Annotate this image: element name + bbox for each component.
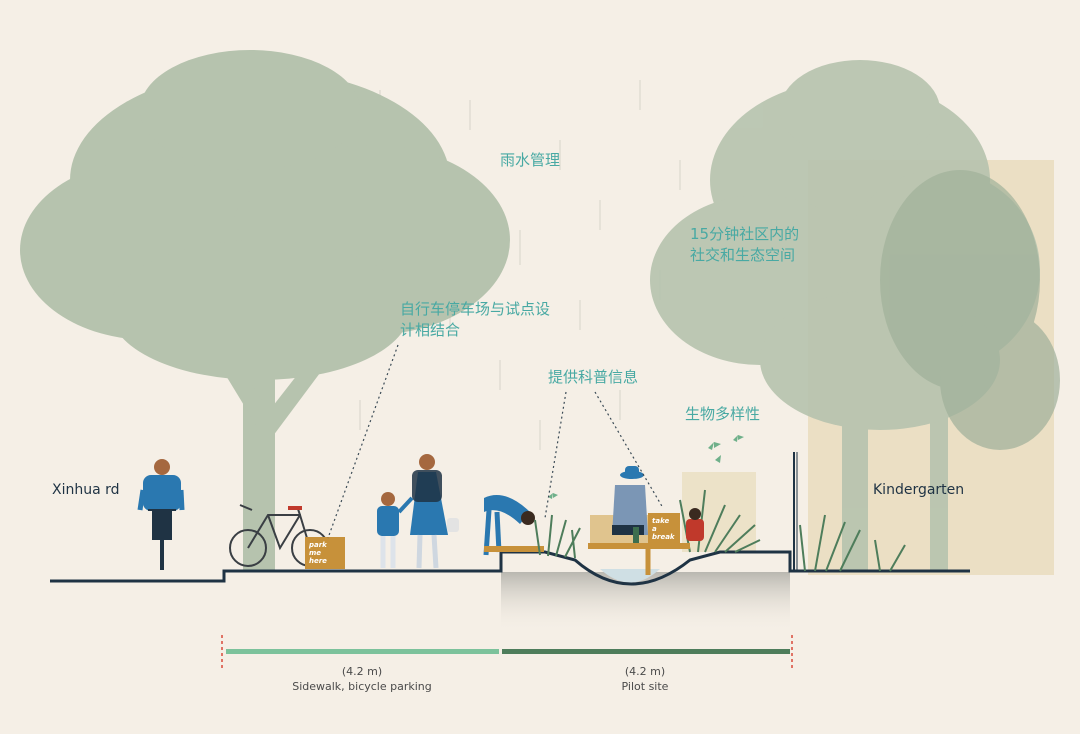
- road-label: Xinhua rd: [52, 482, 120, 498]
- sidewalk-dimension-label: Sidewalk, bicycle parking: [292, 680, 432, 693]
- pilot-dimension: (4.2 m) Pilot site: [505, 664, 785, 694]
- gardener: [483, 495, 535, 556]
- butterfly-icon: [548, 493, 558, 499]
- bicycle-saddle: [288, 506, 302, 510]
- kindergarten-tree: [880, 170, 1060, 450]
- sign-line: here: [309, 557, 327, 565]
- left-tree: [20, 50, 510, 570]
- mother-with-child: [377, 454, 459, 569]
- bottle: [633, 527, 639, 543]
- cyclist: [137, 459, 185, 570]
- seated-child: [686, 508, 704, 541]
- seated-person-hat: [612, 466, 648, 535]
- sign-line: a: [652, 525, 657, 533]
- biodiversity-label: 生物多样性: [685, 405, 761, 423]
- break-sign-text: take a break: [652, 517, 675, 541]
- sidewalk-dimension-bar: [226, 649, 499, 654]
- bench-seat: [588, 543, 690, 549]
- butterfly-icon: [708, 435, 744, 463]
- park-sign-box: [305, 537, 345, 569]
- sign-line: break: [652, 533, 675, 541]
- pilot-dimension-label: Pilot site: [621, 680, 669, 693]
- social-space-label-line1: 15分钟社区内的: [690, 225, 800, 243]
- pilot-dimension-value: (4.2 m): [624, 665, 666, 678]
- sign-line: take: [652, 517, 670, 525]
- sidewalk-dimension-value: (4.2 m): [341, 665, 383, 678]
- small-bench: [484, 546, 544, 552]
- sign-line: park: [309, 541, 327, 549]
- bike-parking-label-line1: 自行车停车场与试点设: [400, 300, 551, 318]
- science-info-label: 提供科普信息: [548, 368, 639, 386]
- sign-line: me: [309, 549, 322, 557]
- park-sign-text: park me here: [309, 541, 327, 565]
- sidewalk-dimension: (4.2 m) Sidewalk, bicycle parking: [222, 664, 502, 694]
- kindergarten-label: Kindergarten: [873, 482, 965, 498]
- swale-water: [600, 569, 660, 583]
- leader-lines: [327, 344, 664, 539]
- social-space-label-line2: 社交和生态空间: [690, 246, 796, 264]
- break-sign-box: [648, 513, 680, 545]
- pilot-dimension-bar: [502, 649, 790, 654]
- bike-parking-label-line2: 计相结合: [400, 321, 461, 339]
- rainwater-label: 雨水管理: [500, 151, 561, 169]
